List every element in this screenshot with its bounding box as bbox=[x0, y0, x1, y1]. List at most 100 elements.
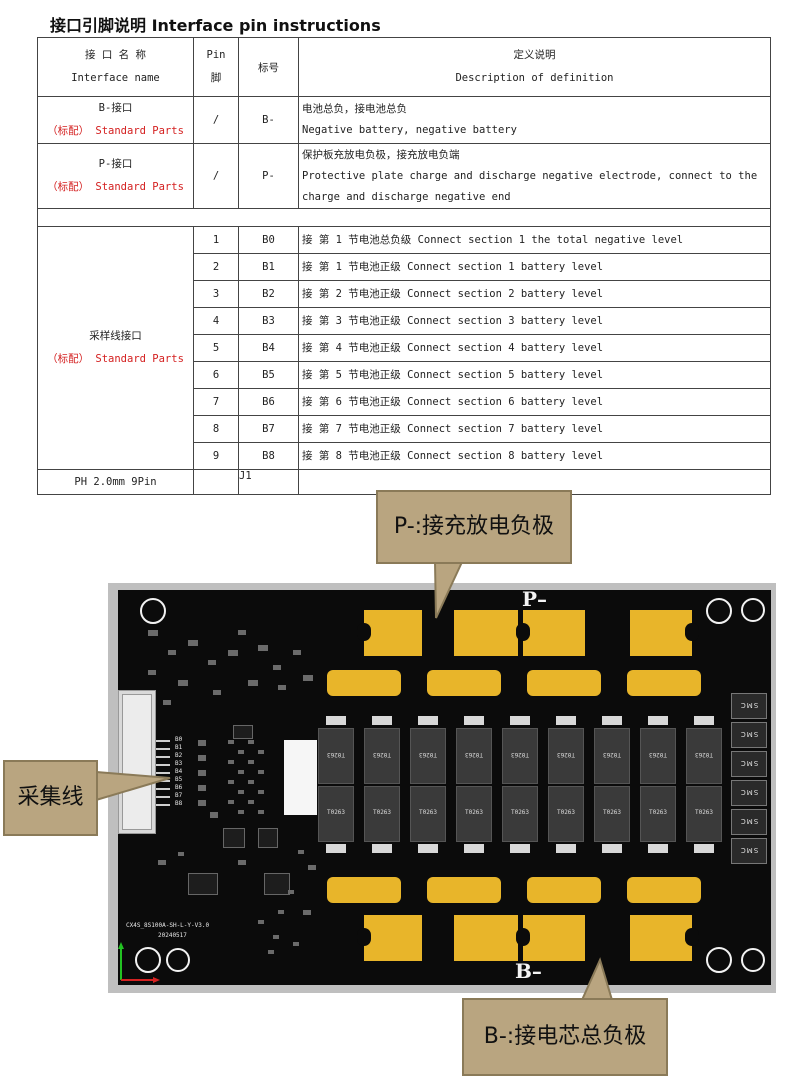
smd-part bbox=[210, 812, 218, 818]
mosfet: T0263 bbox=[640, 728, 676, 784]
solder-pad bbox=[327, 877, 401, 903]
smd-part bbox=[198, 755, 206, 761]
smd-part bbox=[303, 910, 311, 915]
header-def-en: Description of definition bbox=[455, 72, 614, 84]
mounting-hole bbox=[166, 948, 190, 972]
b-label: B- bbox=[238, 96, 299, 144]
mosfet: T0263 bbox=[456, 786, 492, 842]
page-title: 接口引脚说明 Interface pin instructions bbox=[50, 16, 381, 35]
table-header-row: 接 口 名 称 Interface name Pin 脚 标号 定义说明 Des… bbox=[37, 37, 771, 97]
connector-pin bbox=[156, 740, 170, 742]
mosfet-tab bbox=[694, 716, 714, 725]
smd-part bbox=[188, 640, 198, 646]
smd-part bbox=[238, 810, 244, 814]
j1-connector-housing bbox=[122, 694, 152, 830]
b-minus-pad bbox=[630, 915, 699, 961]
smc-diode: SMC bbox=[731, 809, 767, 835]
mosfet: T0263 bbox=[548, 786, 584, 842]
mounting-hole bbox=[741, 948, 765, 972]
pin-number: 4 bbox=[193, 307, 239, 335]
ic-chip bbox=[233, 725, 253, 739]
b-name: B-接口 bbox=[98, 102, 133, 114]
smd-part bbox=[298, 850, 304, 854]
smd-part bbox=[238, 750, 244, 754]
solder-pad bbox=[427, 877, 501, 903]
b-minus-pad bbox=[516, 915, 585, 961]
connector-pin bbox=[156, 756, 170, 758]
connector-pin-label: B7 bbox=[175, 792, 183, 799]
b-standard: （标配） Standard Parts bbox=[47, 125, 184, 137]
connector-pin bbox=[156, 748, 170, 750]
smd-part bbox=[258, 645, 268, 651]
b-minus-silk-label: B– bbox=[515, 959, 542, 983]
mosfet: T0263 bbox=[594, 728, 630, 784]
connector-pin bbox=[156, 788, 170, 790]
axis-mark-icon bbox=[118, 942, 160, 983]
smd-part bbox=[238, 860, 246, 865]
header-pin-en: Pin bbox=[206, 49, 226, 61]
smc-diode: SMC bbox=[731, 693, 767, 719]
smd-part bbox=[268, 950, 274, 954]
table-row: 2 B1 接 第 1 节电池正级 Connect section 1 batte… bbox=[38, 253, 771, 281]
mosfet-tab bbox=[418, 844, 438, 853]
mosfet: T0263 bbox=[502, 786, 538, 842]
mosfet-tab bbox=[510, 716, 530, 725]
smd-part bbox=[158, 860, 166, 865]
smd-part bbox=[163, 700, 171, 705]
connector-designator: J1 bbox=[238, 469, 299, 495]
mosfet: T0263 bbox=[410, 728, 446, 784]
p-name: P-接口 bbox=[98, 158, 133, 170]
mosfet-tab bbox=[694, 844, 714, 853]
mosfet: T0263 bbox=[686, 728, 722, 784]
smd-part bbox=[228, 650, 238, 656]
table-row: 9 B8 接 第 8 节电池正级 Connect section 8 batte… bbox=[38, 442, 771, 470]
b-minus-pad bbox=[357, 915, 422, 961]
smc-diode: SMC bbox=[731, 838, 767, 864]
mosfet: T0263 bbox=[410, 786, 446, 842]
mosfet: T0263 bbox=[318, 728, 354, 784]
table-row: 采样线接口 （标配） Standard Parts 1 B0 接 第 1 节电池… bbox=[37, 226, 771, 470]
pin-number: 1 bbox=[193, 226, 239, 254]
table-row: 8 B7 接 第 7 节电池正级 Connect section 7 batte… bbox=[38, 415, 771, 443]
solder-pad bbox=[527, 877, 601, 903]
pin-number: 8 bbox=[193, 415, 239, 443]
smd-part bbox=[178, 680, 188, 686]
p-standard: （标配） Standard Parts bbox=[47, 181, 184, 193]
p-minus-pad bbox=[357, 610, 422, 656]
p-callout-pointer bbox=[433, 561, 464, 619]
header-interface-name: 接 口 名 称 Interface name bbox=[37, 37, 194, 97]
mosfet-tab bbox=[556, 844, 576, 853]
connector-pin bbox=[156, 796, 170, 798]
solder-pad bbox=[627, 877, 701, 903]
mosfet: T0263 bbox=[640, 786, 676, 842]
mounting-hole bbox=[140, 598, 166, 624]
sampling-interface-name: 采样线接口 （标配） Standard Parts bbox=[37, 226, 194, 470]
mosfet: T0263 bbox=[318, 786, 354, 842]
pin-description: 接 第 1 节电池正级 Connect section 1 battery le… bbox=[298, 253, 771, 281]
table-row-b-minus: B-接口 （标配） Standard Parts / B- 电池总负，接电池总负… bbox=[37, 96, 771, 144]
smd-part bbox=[238, 770, 244, 774]
smc-diode: SMC bbox=[731, 751, 767, 777]
pin-label: B4 bbox=[238, 334, 299, 362]
connector-pin bbox=[156, 804, 170, 806]
sampling-callout: 采集线 bbox=[3, 760, 98, 836]
sampling-name: 采样线接口 bbox=[89, 330, 142, 342]
mosfet-tab bbox=[510, 844, 530, 853]
solder-pad bbox=[627, 670, 701, 696]
smc-diode: SMC bbox=[731, 780, 767, 806]
pin-number: 3 bbox=[193, 280, 239, 308]
smd-part bbox=[228, 800, 234, 804]
smd-part bbox=[213, 690, 221, 695]
connector-pin-label: B2 bbox=[175, 752, 183, 759]
smd-part bbox=[278, 685, 286, 690]
smd-part bbox=[303, 675, 313, 681]
p-minus-pad bbox=[516, 610, 585, 656]
mosfet-tab bbox=[464, 716, 484, 725]
smd-part bbox=[198, 740, 206, 746]
pin-description: 接 第 4 节电池正级 Connect section 4 battery le… bbox=[298, 334, 771, 362]
smc-diode: SMC bbox=[731, 722, 767, 748]
smd-part bbox=[238, 790, 244, 794]
ic-chip bbox=[188, 873, 218, 895]
p-desc-en1: Protective plate charge and discharge ne… bbox=[302, 169, 758, 182]
